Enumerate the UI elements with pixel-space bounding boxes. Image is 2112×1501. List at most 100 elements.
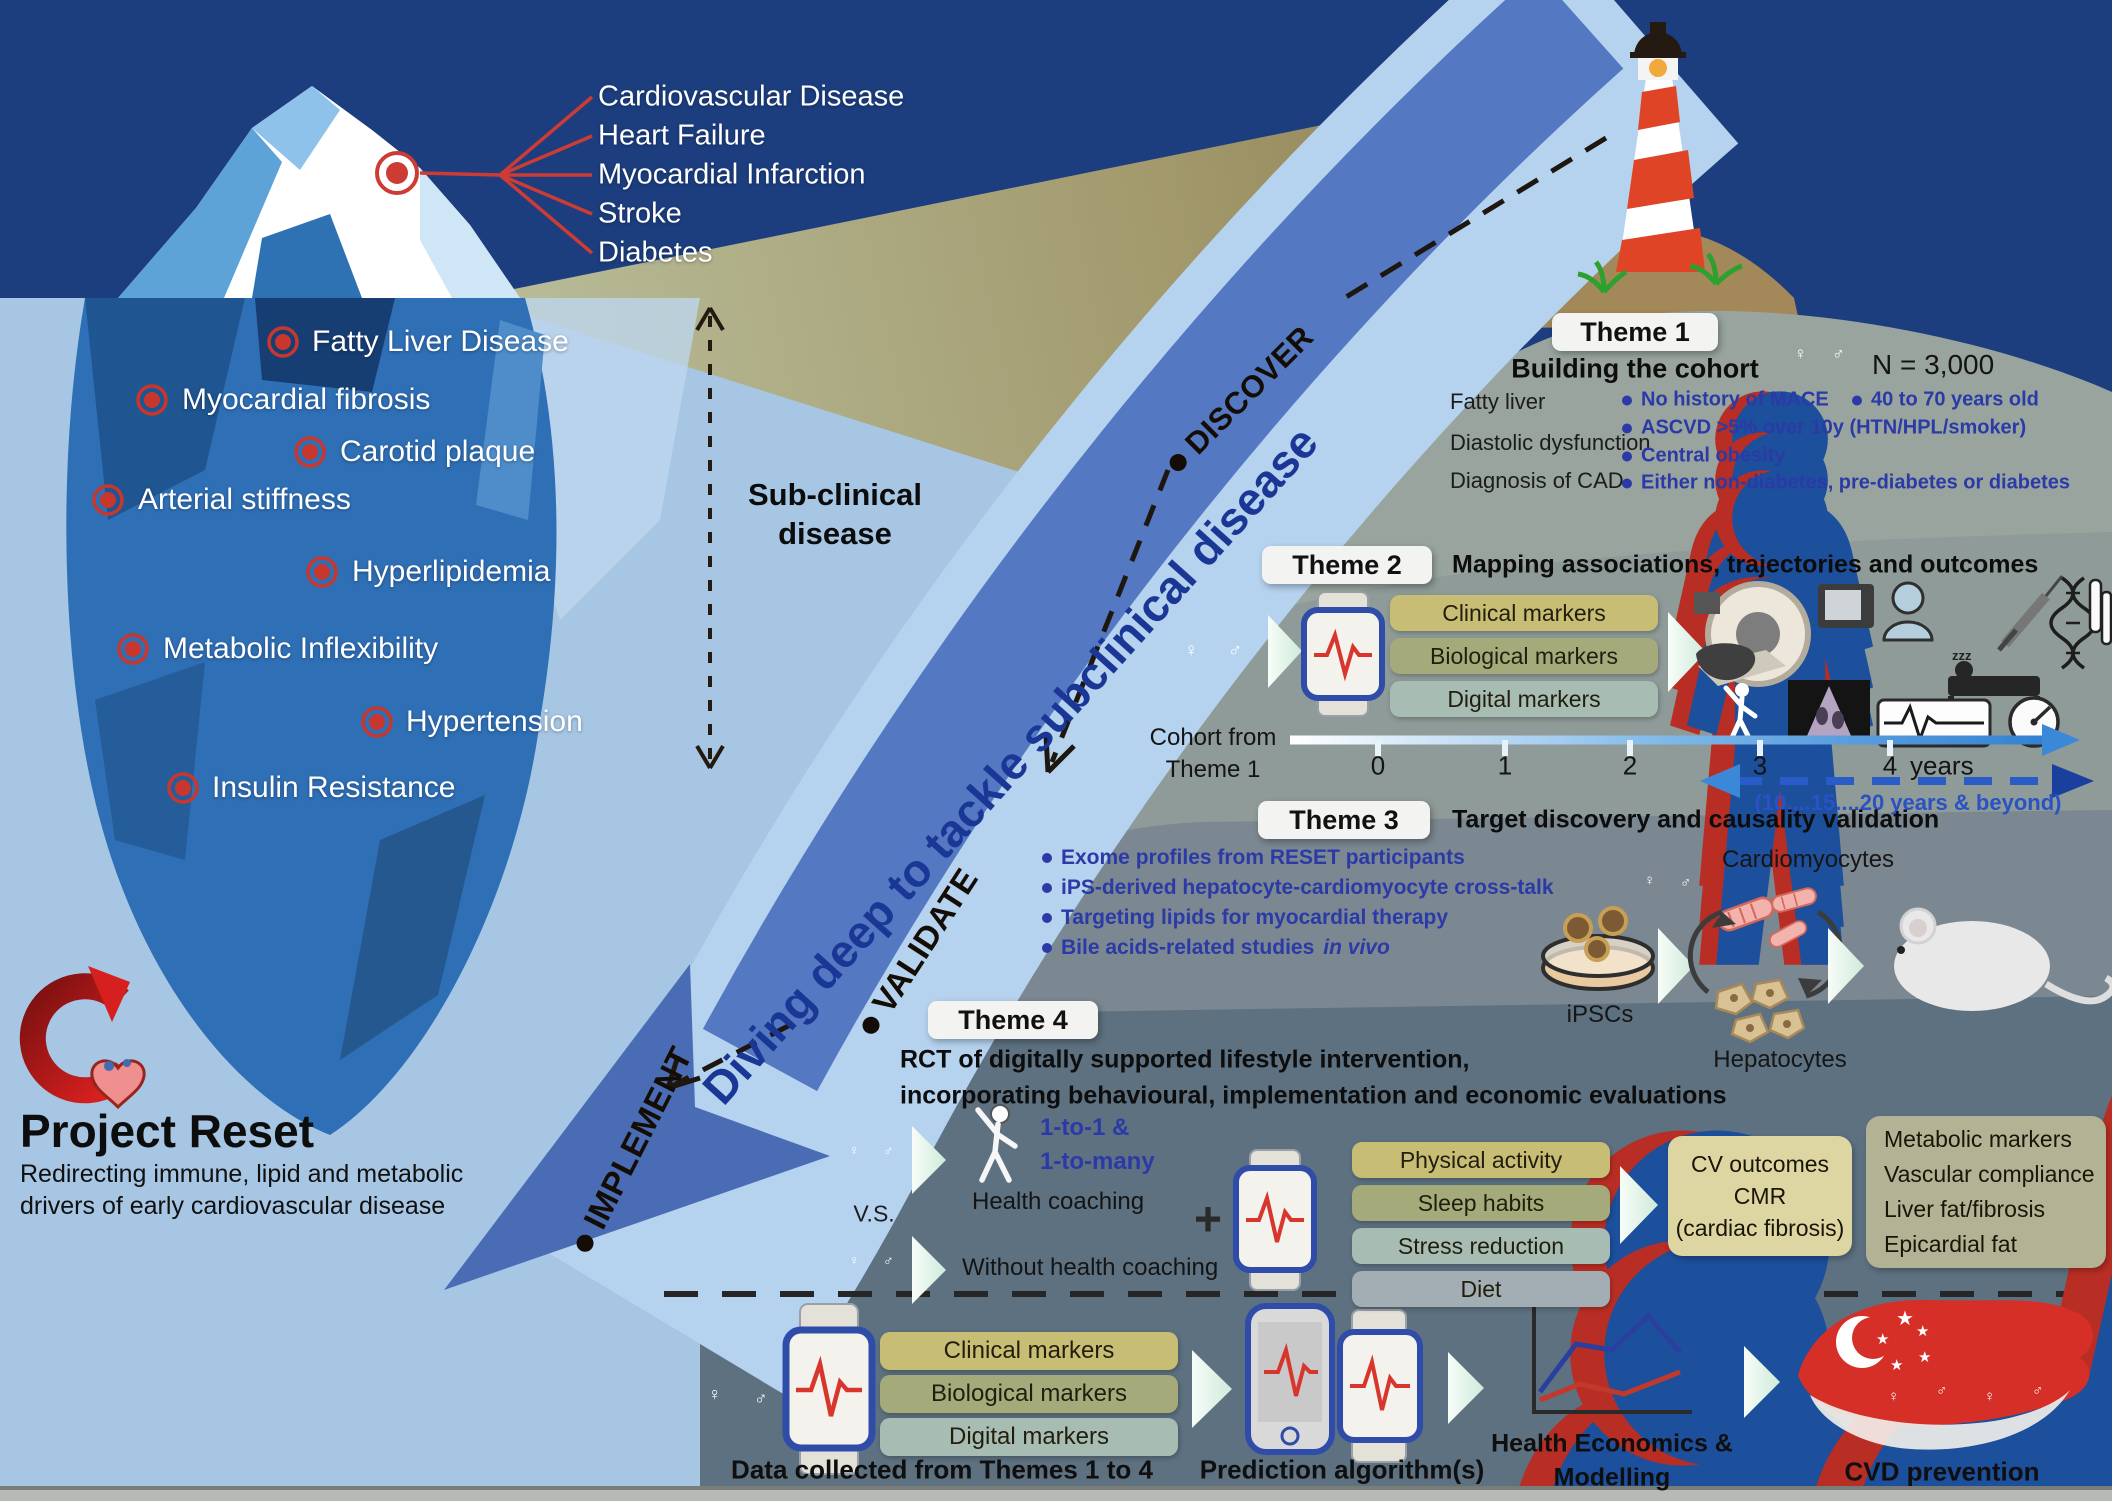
- timeline-tick: 0: [1370, 750, 1386, 781]
- subclinical-label: Arterial stiffness: [138, 483, 351, 516]
- theme2-modality-icons: [1694, 575, 2112, 748]
- subclinical-label: Hyperlipidemia: [352, 555, 551, 588]
- flag-star: ★: [1890, 1357, 1904, 1374]
- theme1-condition: Fatty liver: [1450, 389, 1546, 414]
- clinical-label: Cardiovascular Disease: [598, 80, 905, 113]
- arrow-chevron-icon: [1192, 1350, 1232, 1428]
- bullet-text: Targeting lipids for myocardial therapy: [1061, 906, 1449, 929]
- timeline-tick: 2: [1622, 750, 1638, 781]
- arrow-chevron-icon: [1668, 612, 1706, 692]
- monitor-icon: [1818, 584, 1874, 628]
- bullet-dot: [1622, 395, 1632, 405]
- subclinical-range-arrow: [695, 306, 725, 770]
- coaching-mode-label: 1-to-many: [1040, 1148, 1155, 1175]
- arrow-chevron-icon: [1744, 1346, 1780, 1418]
- test-tubes-icon: [2088, 578, 2112, 646]
- male-symbol: ♂: [754, 1388, 768, 1408]
- male-symbol: ♂: [1680, 874, 1692, 891]
- diving-arrowhead: [444, 964, 830, 1290]
- theme3-bullet: iPS-derived hepatocyte-cardiomyocyte cro…: [1042, 876, 1554, 900]
- grass-icon: [1577, 252, 1743, 294]
- theme1-criterion: ASCVD >5% over 10y (HTN/HPL/smoker): [1622, 417, 2026, 440]
- theme3-bullet: Targeting lipids for myocardial therapy: [1042, 906, 1448, 930]
- petri-dish-icon: [1541, 906, 1655, 991]
- timeline-tick: 1: [1497, 750, 1513, 781]
- economics-chart-icon: [1532, 1306, 1692, 1414]
- theme1-criterion: 40 to 70 years old: [1852, 389, 2039, 412]
- theme4-chip: Theme 4: [928, 1001, 1098, 1039]
- clinical-label: Stroke: [598, 197, 682, 230]
- economics-label: Modelling: [1553, 1463, 1671, 1492]
- stretching-person-icon: [1723, 683, 1758, 745]
- project-subtitle: Redirecting immune, lipid and metabolic: [20, 1160, 464, 1188]
- project-subtitle: drivers of early cardiovascular disease: [20, 1192, 446, 1220]
- flag-star: ★: [1916, 1323, 1930, 1340]
- diving-band-dark: [702, 0, 1624, 1092]
- theme2-cohort-label: Cohort from: [1149, 724, 1277, 751]
- theme1-criterion: Central obesity: [1622, 445, 1785, 468]
- female-symbol: ♀: [1184, 640, 1199, 661]
- bullet-text: Exome profiles from RESET participants: [1061, 846, 1465, 869]
- bullet-dot: [1622, 478, 1632, 488]
- bullet-dot: [1622, 423, 1632, 433]
- male-symbol: ♂: [883, 1252, 894, 1268]
- marker-pill-clinical: Clinical markers: [1390, 595, 1658, 631]
- subclinical-label: Hypertension: [406, 705, 583, 738]
- liver-icon: [1696, 643, 1756, 681]
- health-coaching-label: Health coaching: [972, 1188, 1145, 1215]
- flag-star: ★: [1896, 1308, 1914, 1330]
- cardiomyocytes-label: Cardiomyocytes: [1722, 846, 1895, 873]
- marker-pill-digital: Digital markers: [880, 1418, 1178, 1456]
- marker-line: Metabolic markers: [1884, 1126, 2072, 1152]
- marker-line: Epicardial fat: [1884, 1231, 2017, 1257]
- project-title: Project Reset: [20, 1105, 315, 1157]
- arrow-chevron-icon: [1620, 1166, 1658, 1244]
- male-symbol: ♂: [1832, 344, 1845, 363]
- ipscs-label: iPSCs: [1566, 1001, 1634, 1028]
- female-symbol: ♀: [1644, 872, 1656, 889]
- arrow-chevron-icon: [912, 1126, 946, 1194]
- female-symbol: ♀: [708, 1384, 722, 1404]
- subclinical-zone-label: Sub-clinical: [748, 477, 922, 512]
- theme1-chip: Theme 1: [1552, 313, 1718, 351]
- clinical-fan-lines: [419, 95, 594, 255]
- cv-outcomes-box: CV outcomes CMR (cardiac fibrosis): [1668, 1136, 1852, 1256]
- prediction-label: Prediction algorithm(s): [1199, 1454, 1485, 1485]
- smartwatch-icon: [782, 1303, 876, 1475]
- marker-pill-biological: Biological markers: [1390, 638, 1658, 674]
- male-symbol: ♂: [1228, 640, 1243, 661]
- theme2-chip: Theme 2: [1262, 546, 1432, 584]
- clinical-label: Diabetes: [598, 236, 713, 269]
- smartwatch-icon: [1301, 591, 1385, 717]
- timeline-extension-label: (10....15....20 years & beyond): [1754, 790, 2062, 815]
- theme1-condition: Diastolic dysfunction: [1450, 430, 1651, 455]
- timeline-tick: 3: [1752, 750, 1768, 781]
- outcome-line: CV outcomes: [1690, 1151, 1830, 1177]
- male-symbol: ♂: [883, 1142, 894, 1158]
- plus-sign: +: [1193, 1193, 1223, 1247]
- health-coach-icon: [975, 1104, 1018, 1183]
- footer-line: [0, 1486, 2112, 1490]
- male-symbol: ♂: [2032, 1382, 2044, 1399]
- criterion-text: Either non-diabetes, pre-diabetes or dia…: [1641, 471, 2070, 494]
- female-symbol: ♀: [849, 1252, 860, 1268]
- subclinical-target-icons: [92, 326, 393, 804]
- without-coaching-label: Without health coaching: [962, 1254, 1219, 1281]
- mouse-icon: [1894, 907, 2112, 1011]
- bullet-text-italic: in vivo: [1323, 936, 1390, 959]
- clinical-label: Heart Failure: [598, 119, 766, 152]
- peak-target-icon: [375, 151, 419, 195]
- theme2-timeline: [1290, 724, 2094, 798]
- marker-pill-clinical: Clinical markers: [880, 1332, 1178, 1370]
- marker-pill-biological: Biological markers: [880, 1375, 1178, 1413]
- outcome-line: CMR: [1733, 1183, 1787, 1209]
- bullet-text: iPS-derived hepatocyte-cardiomyocyte cro…: [1061, 876, 1554, 899]
- patient-bust-icon: [1882, 581, 1934, 642]
- data-collected-label: Data collected from Themes 1 to 4: [731, 1454, 1153, 1485]
- ultrasound-icon: [1788, 680, 1870, 744]
- lifestyle-pill: Diet: [1352, 1271, 1610, 1307]
- prevention-label: CVD prevention: [1844, 1456, 2040, 1487]
- theme1-title: Building the cohort: [1511, 353, 1759, 384]
- syringe-icon: [1997, 575, 2064, 652]
